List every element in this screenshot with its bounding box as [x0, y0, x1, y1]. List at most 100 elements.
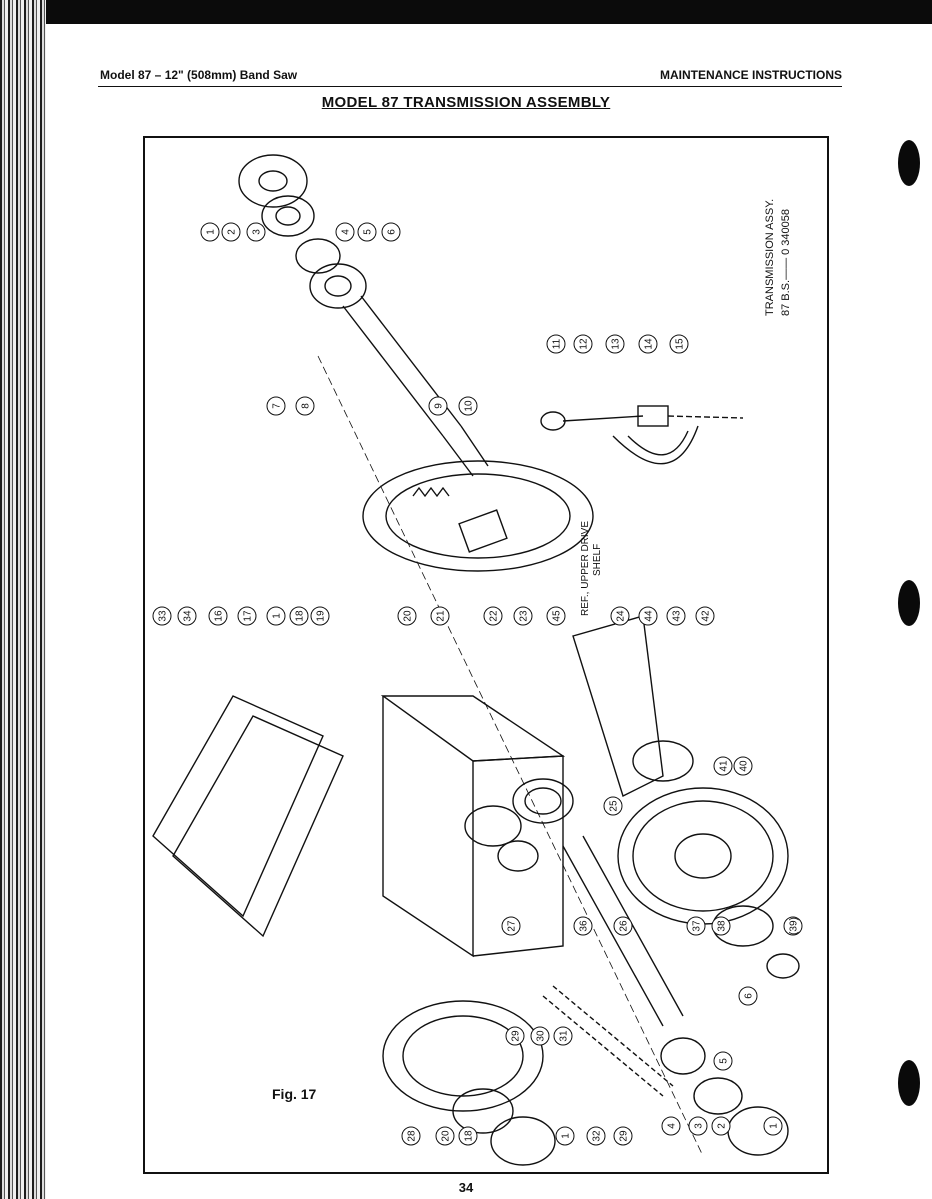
callout-number: 23	[519, 610, 530, 622]
pulley-hub	[632, 740, 694, 782]
callout-number: 37	[692, 920, 703, 932]
callout-circle	[546, 606, 566, 626]
spacer	[295, 238, 341, 274]
worm-gear	[362, 460, 594, 572]
callout-circle	[603, 796, 623, 816]
callout-number: 44	[644, 610, 655, 622]
callout-circle	[200, 222, 220, 242]
lower-shaft	[562, 835, 684, 1027]
callout-number: 3	[694, 1123, 705, 1129]
callout-circle	[266, 396, 286, 416]
callout-circle	[295, 396, 315, 416]
callout-number: 7	[272, 403, 283, 409]
binding-edge	[0, 0, 46, 1199]
callout-number: 22	[489, 610, 500, 622]
callout-circle	[266, 606, 286, 626]
callout-number: 10	[464, 400, 475, 412]
diagram-frame	[143, 136, 829, 1174]
callout-circle	[513, 606, 533, 626]
header-model: Model 87 – 12" (508mm) Band Saw	[100, 68, 298, 82]
callout-circle	[530, 1026, 550, 1046]
assy-label-1: TRANSMISSION ASSY.	[764, 199, 776, 316]
callout-circle	[713, 756, 733, 776]
callout-number: 43	[672, 610, 683, 622]
callout-circle	[733, 756, 753, 776]
callout-circle	[152, 606, 172, 626]
exploded-diagram: TRANSMISSION ASSY. 87 B.S.—— 0 340058 RE…	[152, 154, 803, 1166]
callout-circle	[221, 222, 241, 242]
callout-number: 1	[769, 1123, 780, 1129]
callout-circle	[397, 606, 417, 626]
callout-number: 4	[341, 229, 352, 235]
callout-circle	[713, 1051, 733, 1071]
callout-number: 30	[536, 1030, 547, 1042]
callout-number: 20	[403, 610, 414, 622]
callout-circle	[613, 1126, 633, 1146]
lower-bearing-2	[452, 1088, 514, 1134]
callout-number: 16	[214, 610, 225, 622]
callout-number: 15	[675, 338, 686, 350]
callout-number: 41	[719, 760, 730, 772]
callout-number: 20	[441, 1130, 452, 1142]
callout-circle	[638, 606, 658, 626]
callout-number: 34	[183, 610, 194, 622]
page-title: MODEL 87 TRANSMISSION ASSEMBLY	[321, 94, 611, 111]
callout-number: 6	[744, 993, 755, 999]
header-section: MAINTENANCE INSTRUCTIONS	[660, 68, 842, 82]
callout-circle	[501, 916, 521, 936]
callout-circle	[555, 1126, 575, 1146]
collar	[540, 411, 566, 431]
callout-circle	[289, 606, 309, 626]
callout-number: 3	[252, 229, 263, 235]
callout-circle	[586, 1126, 606, 1146]
callout-number: 5	[719, 1058, 730, 1064]
callout-number: 32	[592, 1130, 603, 1142]
housing-front	[472, 755, 564, 957]
callout-circle	[505, 1026, 525, 1046]
callout-number: 33	[158, 610, 169, 622]
callout-number: 2	[717, 1123, 728, 1129]
assy-label-2: 87 B.S.—— 0 340058	[780, 209, 792, 316]
callout-circle	[458, 396, 478, 416]
callout-number: 1	[561, 1133, 572, 1139]
callout-circle	[430, 606, 450, 626]
callout-number: 31	[559, 1030, 570, 1042]
callout-circle	[763, 1116, 783, 1136]
callout-circle	[483, 606, 503, 626]
upper-bearing	[261, 195, 315, 237]
callout-circle	[246, 222, 266, 242]
callout-number: 40	[739, 760, 750, 772]
lower-worm-gear	[382, 1000, 544, 1112]
callout-number: 36	[579, 920, 590, 932]
callout-circle	[310, 606, 330, 626]
callout-circle	[237, 606, 257, 626]
housing-side	[382, 696, 474, 958]
callout-number: 6	[387, 229, 398, 235]
punch-hole-middle	[898, 580, 920, 626]
callout-circle	[335, 222, 355, 242]
callout-number: 27	[507, 920, 518, 932]
callout-circle	[666, 606, 686, 626]
callout-circle	[695, 606, 715, 626]
upper-bearing-cap	[238, 154, 308, 208]
callout-number: 45	[552, 610, 563, 622]
callout-circle	[661, 1116, 681, 1136]
upper-shaft	[342, 295, 462, 437]
callout-circle	[688, 1116, 708, 1136]
callout-circle	[553, 1026, 573, 1046]
callout-number: 19	[316, 610, 327, 622]
callout-number: 17	[243, 610, 254, 622]
callout-number: 1	[206, 229, 217, 235]
callout-circle	[783, 916, 803, 936]
callout-number: 9	[434, 403, 445, 409]
header-rule	[98, 86, 842, 87]
callout-number: 11	[552, 338, 563, 349]
page-number: 34	[458, 1180, 474, 1195]
housing-top	[380, 695, 566, 762]
side-cover	[152, 695, 324, 918]
callout-circle	[177, 606, 197, 626]
punch-hole-bottom	[898, 1060, 920, 1106]
lower-bearing-cap	[490, 1116, 556, 1166]
callout-circle	[401, 1126, 421, 1146]
